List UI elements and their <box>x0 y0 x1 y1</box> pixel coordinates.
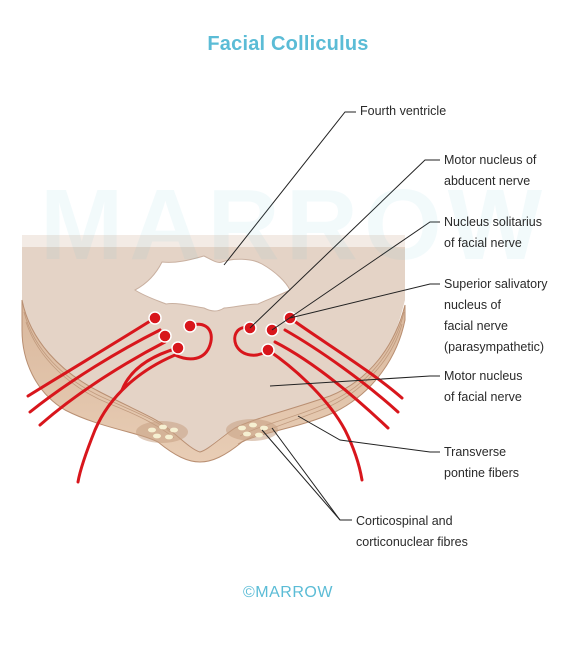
label-fourth-ventricle: Fourth ventricle <box>360 104 447 118</box>
footer-brand: ©MARROW <box>243 584 333 601</box>
leader-motor-facial <box>269 375 440 387</box>
leader-lines <box>223 111 440 521</box>
leader-fourth-ventricle <box>223 111 356 266</box>
corticospinal-bundle-right <box>226 419 278 441</box>
label-transverse-pontine: Transverse pontine fibers <box>444 445 520 480</box>
pons-tissue <box>22 235 405 452</box>
label-motor-nucleus-abducent: Motor nucleus of abducent nerve <box>444 153 537 188</box>
leader-superior-salivatory <box>289 283 440 319</box>
leader-transverse-pontine <box>297 415 440 453</box>
label-nucleus-solitarius: Nucleus solitarius of facial nerve <box>444 215 542 250</box>
nerve-nuclei <box>148 311 297 357</box>
leader-motor-abducent <box>249 159 440 329</box>
leader-corticospinal-2 <box>271 427 341 521</box>
corticospinal-bundle-left <box>136 421 188 443</box>
tissue-fade <box>22 225 405 247</box>
label-superior-salivatory: Superior salivatory nucleus of facial ne… <box>444 277 548 354</box>
watermark: MARROW <box>40 169 549 281</box>
label-corticospinal: Corticospinal and corticonuclear fibres <box>356 514 468 549</box>
facial-nerve-fibres <box>26 316 404 484</box>
leader-nucleus-solitarius <box>271 221 440 331</box>
page-title: Facial Colliculus <box>207 33 369 55</box>
label-motor-nucleus-facial: Motor nucleus of facial nerve <box>444 369 523 404</box>
